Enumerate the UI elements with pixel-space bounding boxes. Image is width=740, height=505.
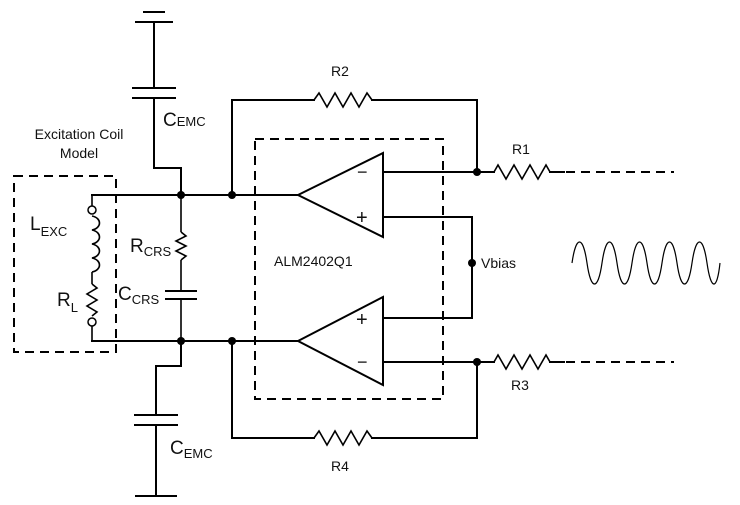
label-c-emc-top: CEMC <box>163 110 206 132</box>
label-c-emc-top-sub: EMC <box>176 114 206 129</box>
resistor-r3 <box>476 353 565 371</box>
label-r-crs-main: R <box>130 236 144 257</box>
resistor-r2 <box>231 91 478 196</box>
inductor-l-exc <box>87 195 101 284</box>
label-c-crs-main: C <box>118 284 132 305</box>
junction-dot <box>177 337 185 345</box>
label-r-l-main: R <box>57 290 71 311</box>
coil-title-line1: Excitation Coil <box>34 126 124 142</box>
resistor-r1 <box>476 163 565 181</box>
label-c-crs-sub: CRS <box>131 292 160 307</box>
label-r3: R3 <box>511 377 529 393</box>
label-r4: R4 <box>331 458 349 474</box>
label-l-exc-main: L <box>30 214 41 235</box>
junction-dot-vbias <box>468 259 476 267</box>
label-ic: ALM2402Q1 <box>274 253 353 269</box>
junction-dot <box>177 191 185 199</box>
label-c-emc-bottom: CEMC <box>170 438 213 461</box>
label-r1: R1 <box>512 141 530 157</box>
capacitor-c-crs <box>165 290 197 341</box>
excitation-coil-model-title: Excitation Coil Model <box>14 125 144 163</box>
label-r-l-sub: L <box>70 300 78 315</box>
opamp-top-minus-sign: − <box>357 162 368 182</box>
resistor-r4 <box>231 340 478 447</box>
label-c-emc-top-main: C <box>163 110 177 131</box>
label-r-crs-sub: CRS <box>143 244 172 259</box>
sine-wave-icon <box>571 241 721 285</box>
capacitor-c-emc-top <box>132 87 182 196</box>
opamp-bottom <box>295 262 478 387</box>
ground-symbol-top <box>135 11 173 89</box>
junction-dot <box>228 191 236 199</box>
coil-title-line2: Model <box>59 145 99 161</box>
label-r2: R2 <box>331 63 349 79</box>
opamp-bottom-plus-sign: + <box>356 309 368 331</box>
label-r-l: RL <box>57 290 78 315</box>
label-c-emc-bottom-main: C <box>170 438 184 459</box>
label-r-crs: RCRS <box>130 236 172 259</box>
label-c-emc-bottom-sub: EMC <box>183 446 213 461</box>
resistor-r-l <box>85 283 99 341</box>
opamp-top <box>295 151 478 264</box>
alm2402q1-box <box>254 138 444 400</box>
label-vbias: Vbias <box>481 255 516 271</box>
junction-dot <box>473 358 481 366</box>
opamp-top-plus-sign: + <box>356 207 368 229</box>
label-l-exc-sub: EXC <box>40 224 68 239</box>
label-c-crs: CCRS <box>118 284 160 307</box>
resistor-r-crs <box>174 195 188 291</box>
label-l-exc: LEXC <box>30 214 68 239</box>
junction-dot <box>473 168 481 176</box>
junction-dot <box>228 337 236 345</box>
excitation-coil-model-box <box>13 175 117 353</box>
capacitor-c-emc-bottom <box>134 340 182 497</box>
opamp-bottom-minus-sign: − <box>357 352 368 372</box>
